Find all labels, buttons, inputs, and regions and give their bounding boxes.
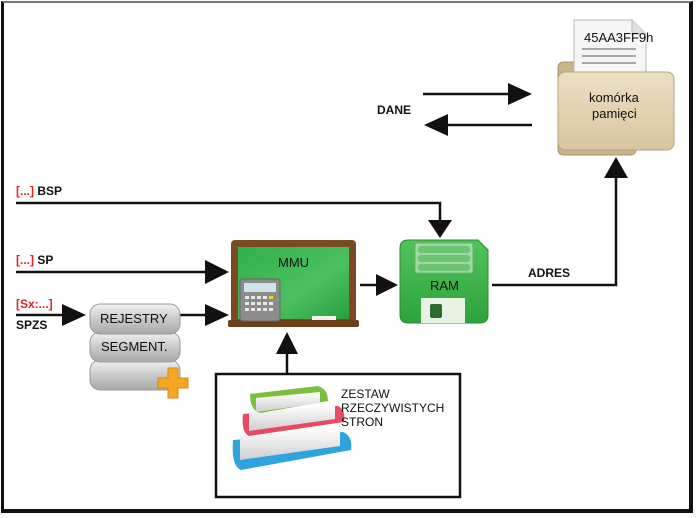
spzs-prefix: [Sx:...] [16,297,53,311]
page-set-label-line3: STRON [341,415,383,429]
diagram-frame [1,1,693,513]
address-connector [492,157,628,287]
bsp-connector [16,201,452,238]
sp-prefix: [...] [16,253,34,267]
registers-label-line2: SEGMENT. [101,339,168,354]
floppy-disk-icon [399,239,489,324]
registers-to-mmu-connector [180,304,229,326]
sp-name: SP [37,253,54,267]
bsp-label: [...] BSP [16,184,62,198]
data-arrow-to-memory [423,83,532,105]
memory-cell-label-line2: pamięci [592,106,637,121]
ram-label: RAM [430,278,459,293]
chalkboard-calculator-icon [228,240,359,327]
address-bus-label: ADRES [528,266,571,280]
data-bus-label: DANE [377,103,412,117]
data-arrow-from-memory [424,114,532,136]
document-value: 45AA3FF9h [584,30,654,45]
registers-label-line1: REJESTRY [100,311,168,326]
database-add-icon [89,303,189,399]
page-set-label-line2: RZECZYWISTYCH [341,401,445,415]
page-set-label-line1: ZESTAW [341,387,390,401]
spzs-name: SPZS [16,318,48,332]
mmu-to-ram-connector [360,274,398,296]
sp-label: [...] SP [16,253,53,267]
memory-cell-label-line1: komórka [589,90,639,105]
books-stack-icon [232,386,352,470]
pageset-to-mmu-connector [276,332,298,374]
folder-with-document-icon [557,19,675,156]
bsp-name: BSP [37,184,63,198]
bsp-prefix: [...] [16,184,34,198]
mmu-label: MMU [278,255,310,270]
spzs-connector [16,304,86,326]
sp-connector [16,260,229,284]
